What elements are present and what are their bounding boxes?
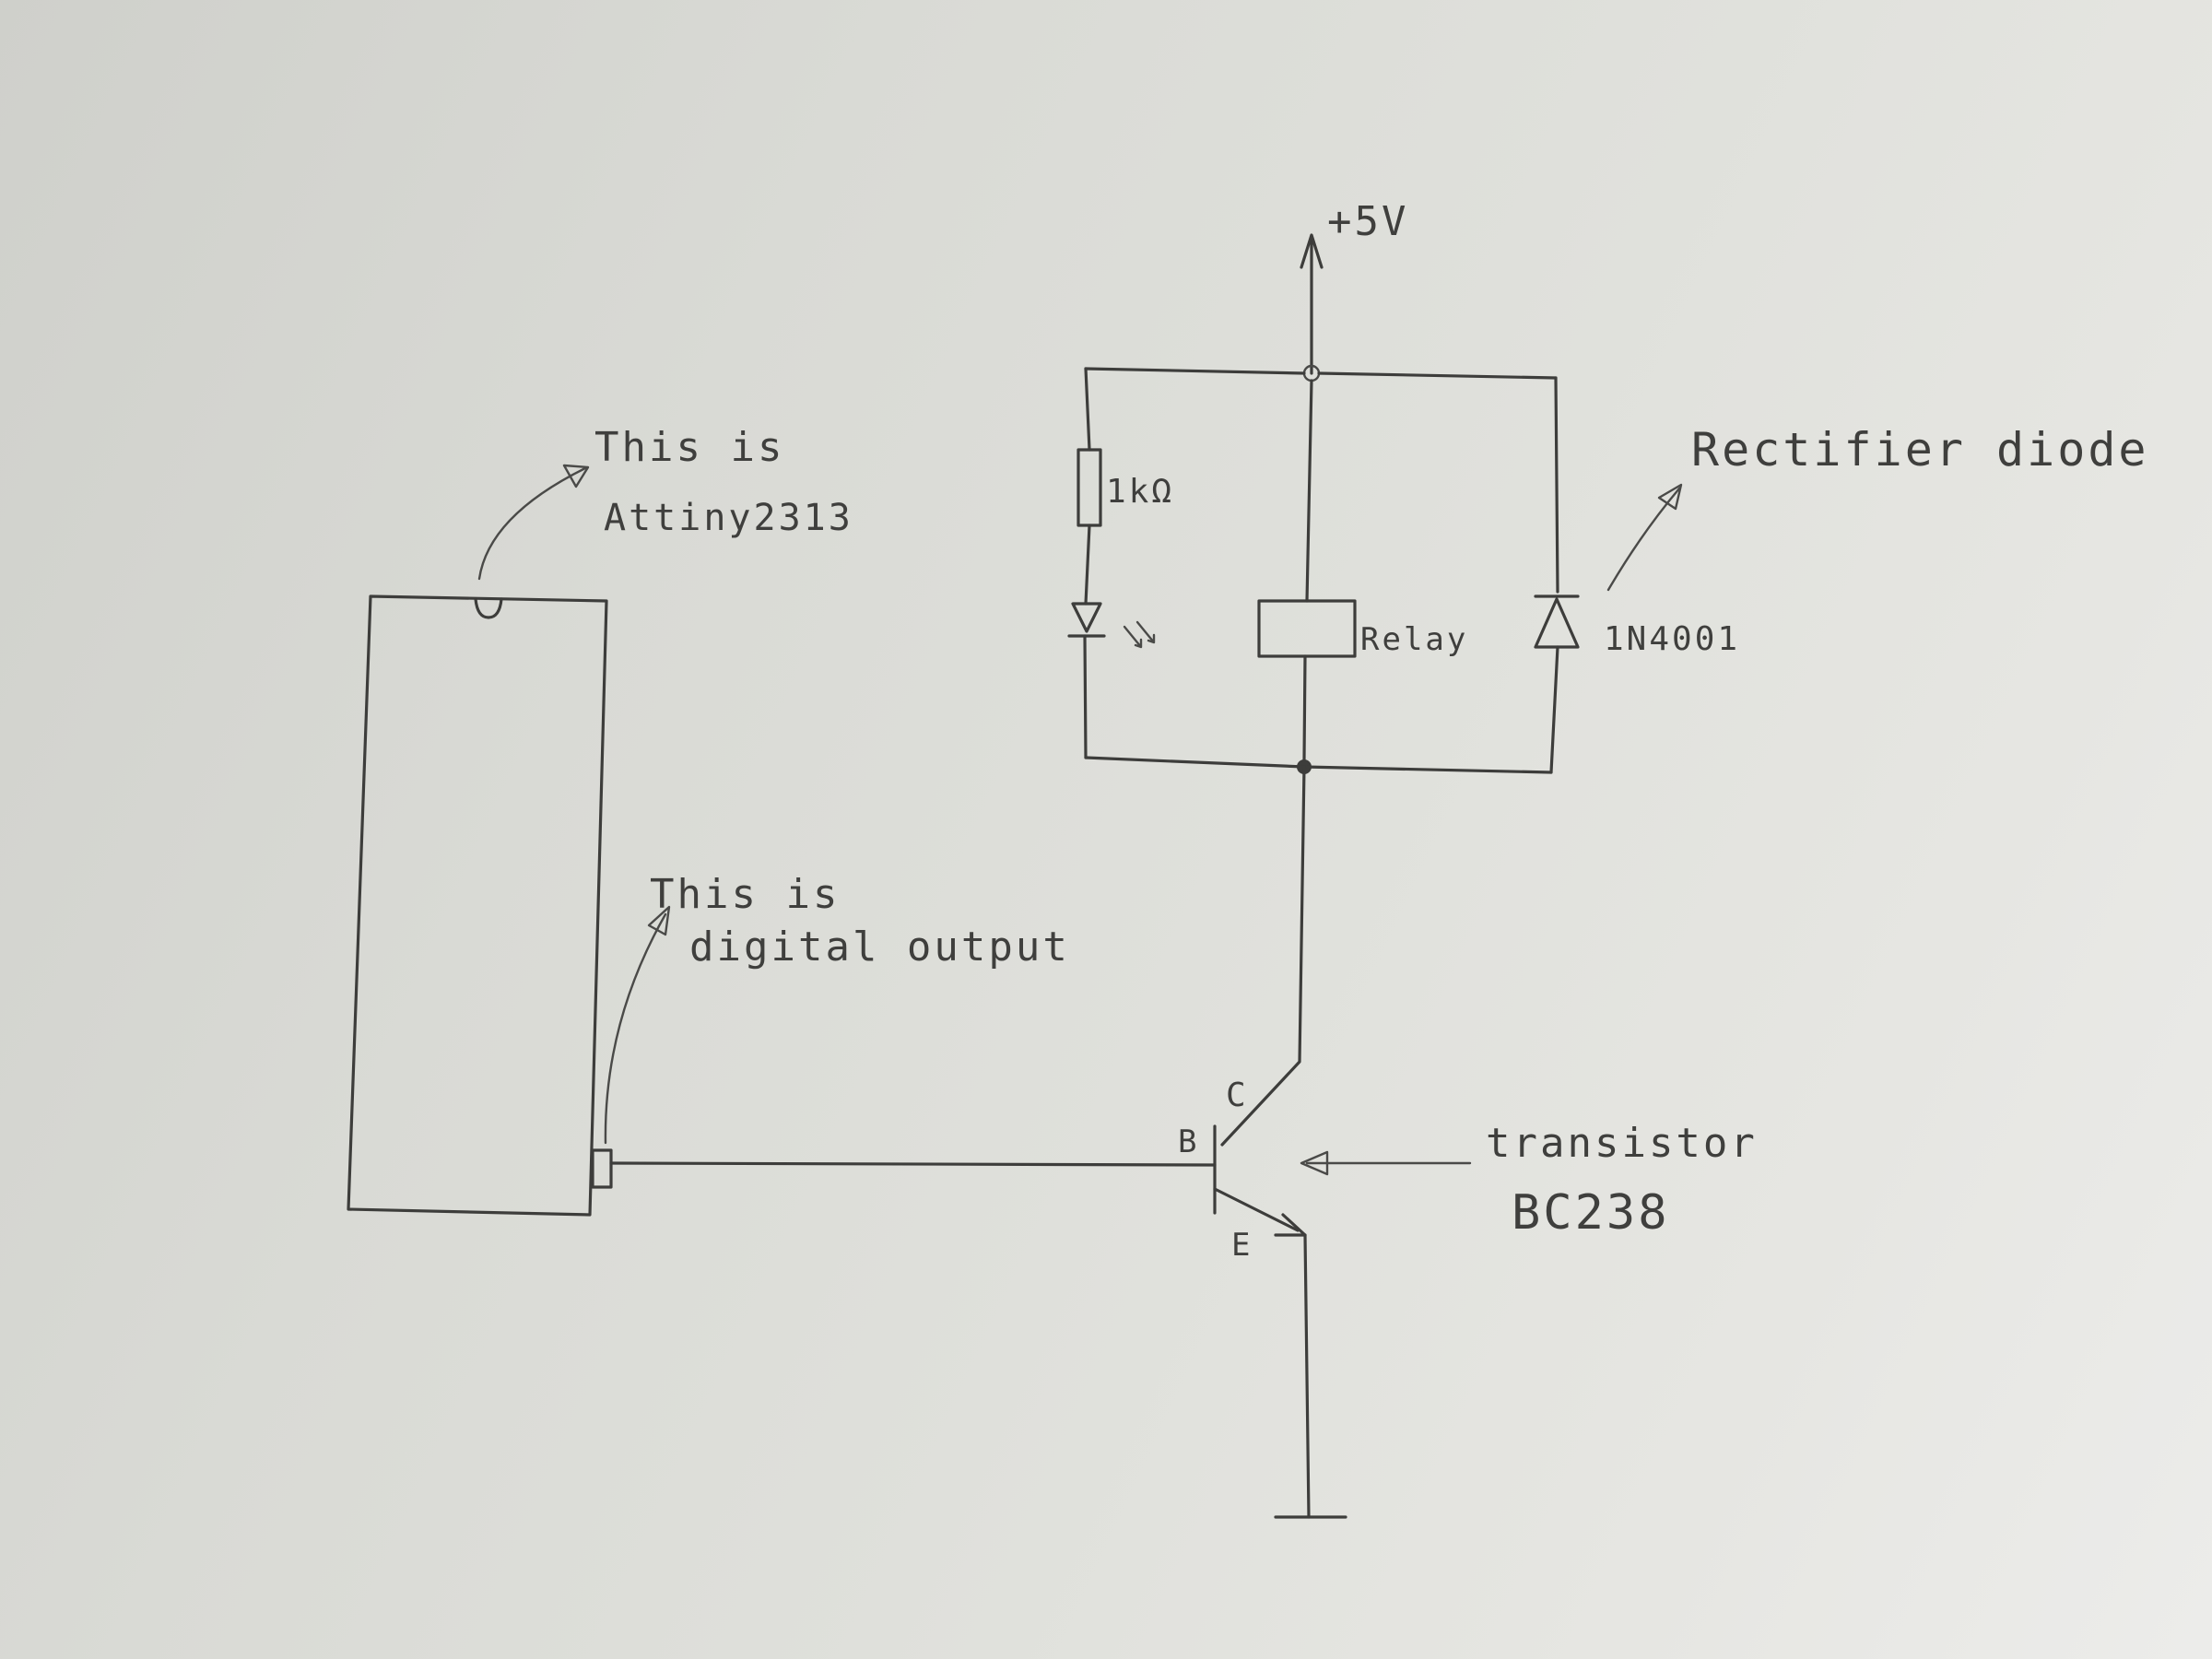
diode-branch-wire bbox=[1549, 376, 1559, 774]
annotation-arrows bbox=[477, 464, 1683, 1176]
emitter-wire bbox=[1303, 1233, 1311, 1519]
led-branch bbox=[1067, 367, 1156, 759]
diode-1n4001-icon bbox=[1534, 594, 1580, 649]
transistor-emitter-leg bbox=[1213, 1187, 1300, 1232]
collector-label: C bbox=[1226, 1077, 1249, 1114]
base-label: B bbox=[1178, 1124, 1199, 1160]
led-branch-wire bbox=[1083, 367, 1091, 759]
collector-wire bbox=[1220, 765, 1306, 1147]
output-note-line2: digital output bbox=[689, 924, 1070, 971]
transistor-note-line2: BC238 bbox=[1512, 1185, 1670, 1241]
labels: +5V 1kΩ Relay 1N4001 Rectifier diode Thi… bbox=[594, 198, 2149, 1264]
transistor-note-line1: transistor bbox=[1486, 1120, 1758, 1167]
top-rail bbox=[1084, 367, 1558, 380]
output-note-arrow-icon bbox=[647, 905, 671, 936]
emitter-arrow-icon bbox=[1274, 1213, 1307, 1237]
output-note-line1: This is bbox=[650, 871, 840, 918]
resistor-1k bbox=[1077, 448, 1102, 527]
light-emission-arrows-icon bbox=[1123, 620, 1156, 649]
up-arrow-icon bbox=[1300, 233, 1324, 269]
base-wire bbox=[609, 1161, 1217, 1167]
transistor-bc238 bbox=[1213, 1124, 1347, 1519]
chip-note-arrow-icon bbox=[562, 464, 590, 488]
chip-body bbox=[347, 594, 608, 1217]
relay-branch bbox=[1257, 379, 1357, 761]
transistor-note-arrow-icon bbox=[1300, 1150, 1329, 1176]
diode-part-label: 1N4001 bbox=[1604, 620, 1740, 658]
relay-coil bbox=[1257, 599, 1357, 658]
chip-notch bbox=[474, 597, 503, 619]
chip-note-pointer bbox=[477, 466, 587, 581]
relay-branch-wire bbox=[1302, 379, 1313, 761]
led-icon bbox=[1067, 602, 1156, 649]
chip-note-line1: This is bbox=[594, 424, 784, 471]
bottom-rail bbox=[1084, 756, 1553, 774]
diode-note-arrow-icon bbox=[1657, 483, 1683, 511]
resistor-value-label: 1kΩ bbox=[1106, 473, 1174, 511]
chip-note-line2: Attiny2313 bbox=[604, 497, 853, 539]
diode-branch bbox=[1534, 376, 1580, 774]
relay-label: Relay bbox=[1360, 621, 1468, 658]
attiny2313-chip bbox=[347, 594, 613, 1217]
digital-output-pin bbox=[591, 1148, 613, 1189]
supply-voltage-label: +5V bbox=[1327, 198, 1408, 245]
diode-note-label: Rectifier diode bbox=[1691, 423, 2149, 477]
supply-5v-rail bbox=[1300, 233, 1324, 375]
output-note-pointer bbox=[604, 912, 667, 1145]
emitter-label: E bbox=[1231, 1227, 1253, 1264]
diode-note-pointer bbox=[1606, 487, 1681, 592]
